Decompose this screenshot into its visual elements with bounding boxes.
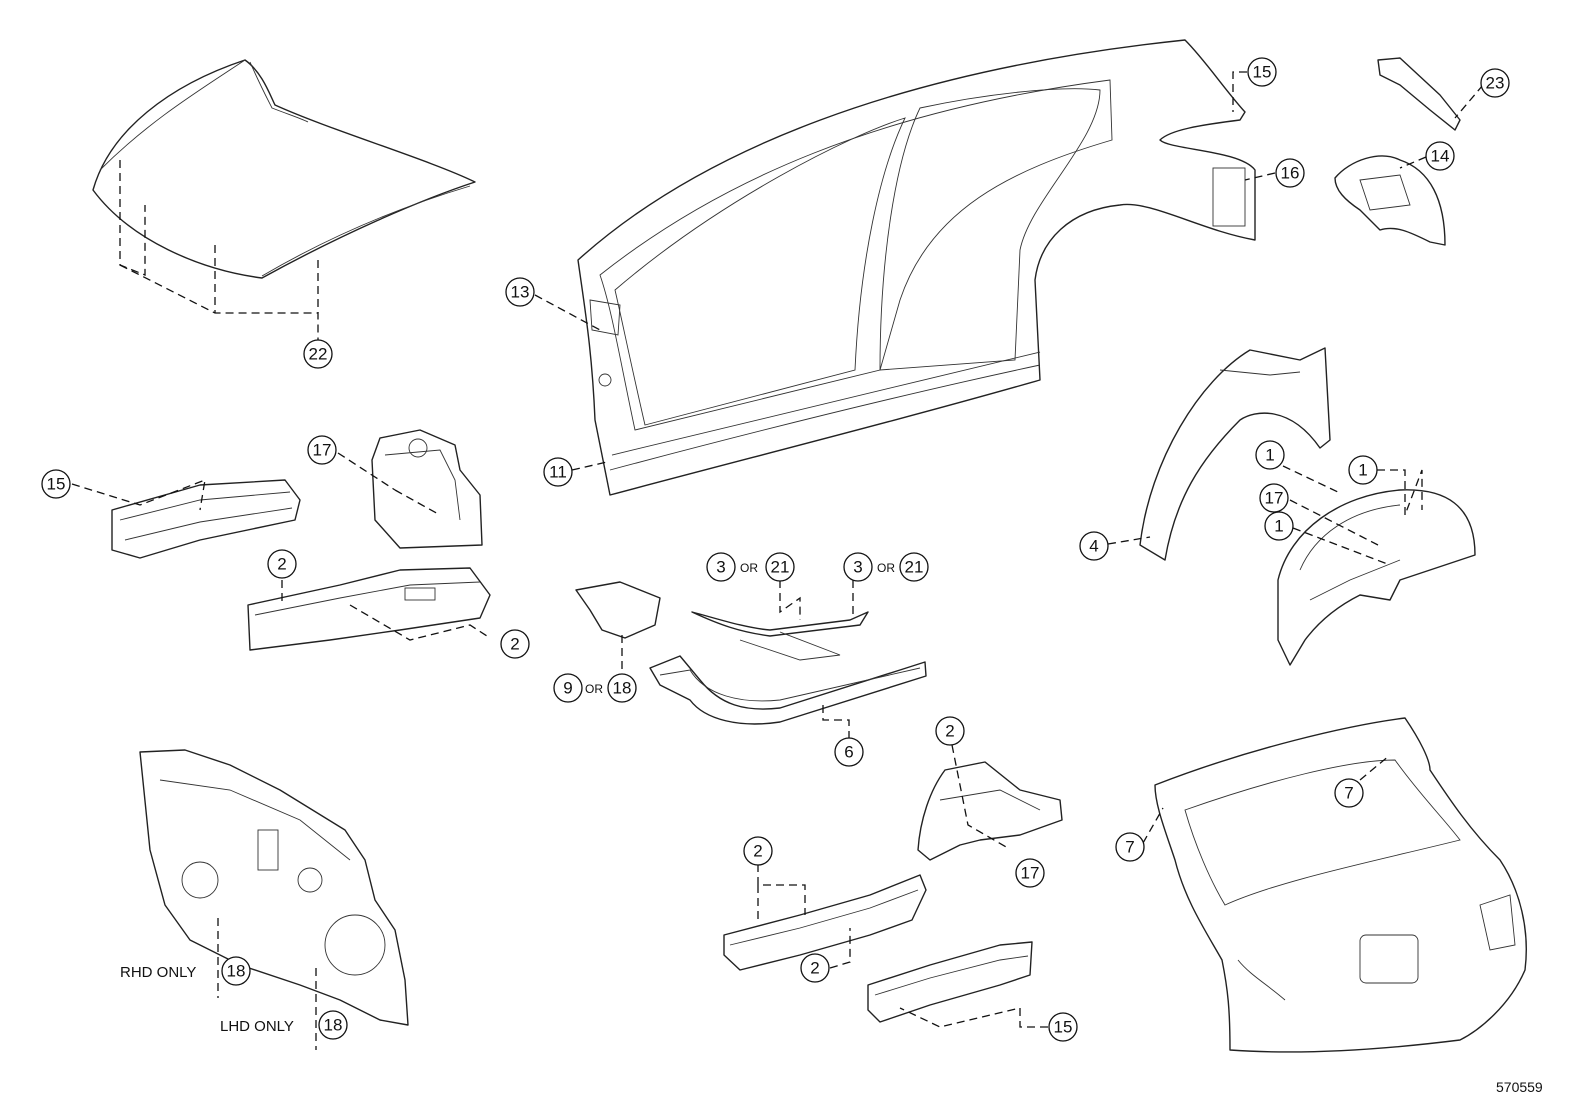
floor-crossmember-part: [691, 611, 869, 661]
svg-text:21: 21: [905, 558, 924, 577]
callout-quarter-top[interactable]: 15: [1247, 57, 1277, 87]
front-apron-part: [371, 429, 483, 549]
callout-front-left-member[interactable]: 15: [41, 469, 71, 499]
dash-panel-part: [139, 749, 409, 1026]
svg-text:1: 1: [1265, 446, 1274, 465]
front-side-member-part: [111, 479, 301, 559]
rear-floor-member-part: [723, 874, 927, 971]
callout-side-bottom[interactable]: 11: [543, 457, 573, 487]
svg-text:18: 18: [613, 679, 632, 698]
callout-side-front[interactable]: 13: [505, 277, 535, 307]
quarter-wheel-housing-piece-part: [1334, 155, 1446, 246]
rhd-only-label: RHD ONLY: [120, 964, 196, 981]
rear-floor-side-member-part: [867, 941, 1033, 1023]
svg-text:1: 1: [1274, 517, 1283, 536]
callout-apron[interactable]: 17: [307, 435, 337, 465]
callout-back-door-right[interactable]: 7: [1334, 778, 1364, 808]
svg-text:9: 9: [563, 679, 572, 698]
rear-wheel-arch-part: [1139, 347, 1331, 561]
leader-lines: [71, 71, 1484, 1050]
callout-quarter-mid[interactable]: 16: [1275, 158, 1305, 188]
back-door-part: [1154, 717, 1527, 1053]
svg-text:11: 11: [549, 463, 567, 482]
svg-text:3: 3: [853, 558, 862, 577]
svg-text:6: 6: [844, 743, 853, 762]
svg-text:2: 2: [945, 722, 954, 741]
or-label: OR: [877, 561, 895, 575]
callout-floor-right[interactable]: 3 OR 21: [843, 552, 929, 582]
callout-wheel-arch[interactable]: 4: [1079, 531, 1109, 561]
svg-text:23: 23: [1486, 74, 1505, 93]
callout-lower-member-top[interactable]: 2: [743, 836, 773, 866]
callout-inner-top-left[interactable]: 1: [1255, 440, 1285, 470]
callout-back-door-left[interactable]: 7: [1115, 832, 1145, 862]
svg-text:18: 18: [227, 962, 246, 981]
svg-text:2: 2: [753, 842, 762, 861]
or-label: OR: [740, 561, 758, 575]
svg-text:16: 16: [1281, 164, 1300, 183]
svg-text:18: 18: [324, 1016, 343, 1035]
reference-number: 570559: [1496, 1079, 1543, 1095]
rocker-floor-side-part: [649, 655, 927, 725]
svg-text:17: 17: [313, 441, 332, 460]
svg-text:2: 2: [277, 555, 286, 574]
callout-inner-top-right[interactable]: 1: [1348, 455, 1378, 485]
hood-part: [92, 59, 476, 279]
callout-member-right[interactable]: 2: [500, 629, 530, 659]
svg-text:14: 14: [1431, 147, 1450, 166]
rear-pillar-reinforcement-part: [1377, 57, 1461, 131]
lhd-only-label: LHD ONLY: [220, 1018, 294, 1035]
callout-dash-rhd[interactable]: RHD ONLY 18: [120, 956, 251, 986]
rear-apron-part: [917, 761, 1063, 861]
callout-rear-panel-mid[interactable]: 14: [1425, 141, 1455, 171]
callout-lower-member-15[interactable]: 15: [1048, 1012, 1078, 1042]
callout-inner-mid[interactable]: 1: [1264, 511, 1294, 541]
callout-member-top[interactable]: 2: [267, 549, 297, 579]
rear-inner-wheel-housing-part: [1277, 489, 1476, 666]
svg-text:21: 21: [771, 558, 790, 577]
callout-lower-apron-top[interactable]: 2: [935, 716, 965, 746]
svg-text:17: 17: [1265, 489, 1284, 508]
svg-text:17: 17: [1021, 864, 1040, 883]
svg-text:15: 15: [1253, 63, 1272, 82]
svg-text:1: 1: [1358, 461, 1367, 480]
svg-text:15: 15: [47, 475, 66, 494]
svg-text:15: 15: [1054, 1018, 1073, 1037]
svg-text:2: 2: [510, 635, 519, 654]
floor-bracket-part: [575, 581, 661, 639]
callout-rear-panel-top[interactable]: 23: [1480, 68, 1510, 98]
svg-text:22: 22: [309, 345, 328, 364]
callout-hood[interactable]: 22: [303, 339, 333, 369]
callout-floor-left[interactable]: 3 OR 21: [706, 552, 795, 582]
callout-rocker[interactable]: 6: [834, 737, 864, 767]
callout-lower-member-bottom[interactable]: 2: [800, 953, 830, 983]
or-label: OR: [585, 682, 603, 696]
svg-text:13: 13: [511, 283, 530, 302]
svg-text:3: 3: [716, 558, 725, 577]
body-side-panel-part: [577, 39, 1256, 496]
callout-bracket[interactable]: 9 OR 18: [553, 673, 637, 703]
svg-text:4: 4: [1089, 537, 1098, 556]
svg-text:7: 7: [1344, 784, 1353, 803]
svg-text:2: 2: [810, 959, 819, 978]
svg-text:7: 7: [1125, 838, 1134, 857]
callout-dash-lhd[interactable]: LHD ONLY 18: [220, 1010, 348, 1040]
callout-lower-apron-bottom[interactable]: 17: [1015, 858, 1045, 888]
front-floor-side-member-part: [247, 567, 491, 651]
callout-inner-apron[interactable]: 17: [1259, 483, 1289, 513]
